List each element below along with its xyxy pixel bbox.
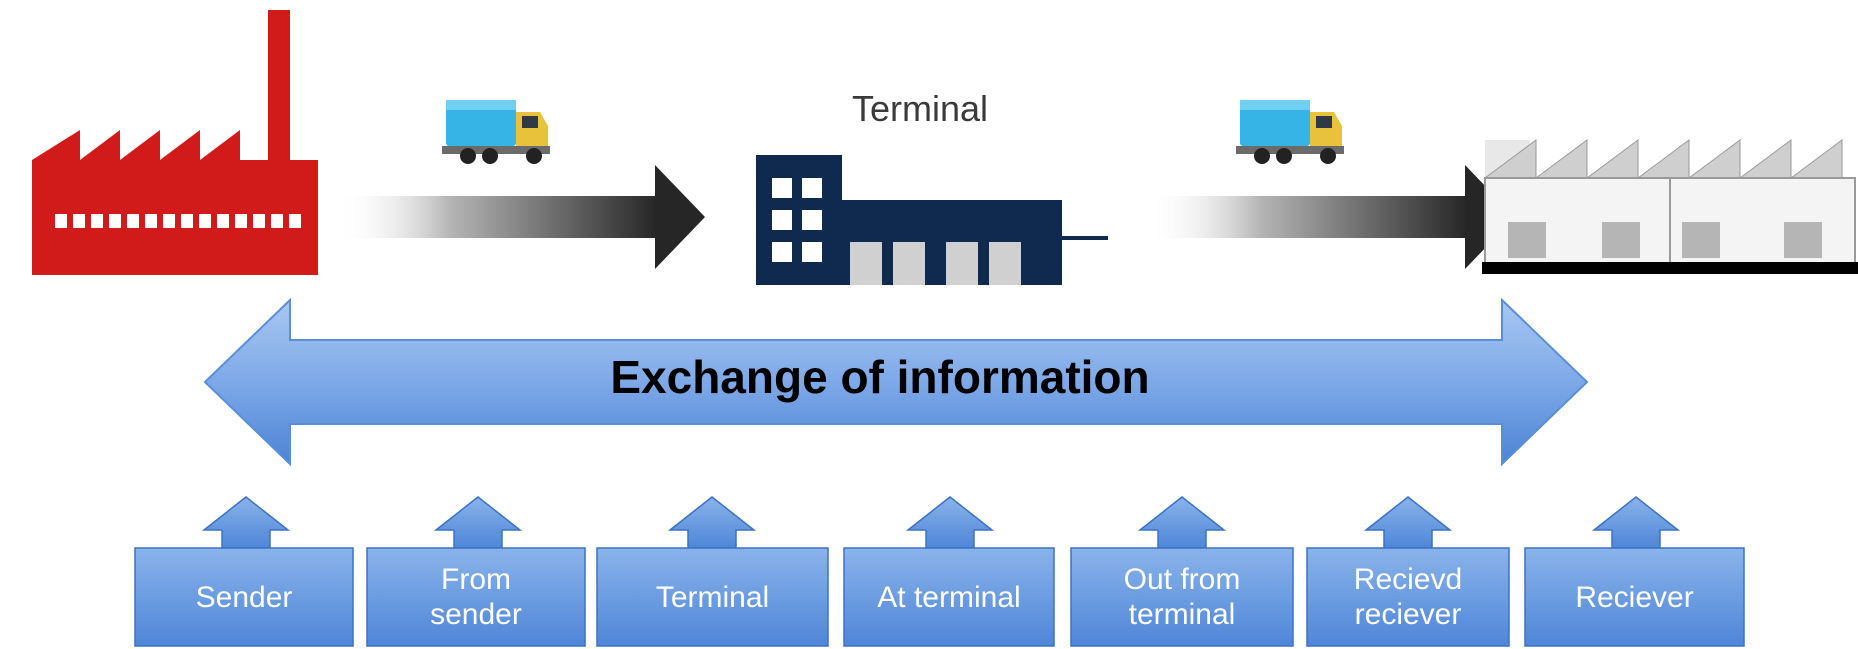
terminal-building-icon <box>756 155 1108 285</box>
exchange-title: Exchange of information <box>610 351 1150 403</box>
terminal-caption: Terminal <box>851 88 989 129</box>
flow-arrow-to-receiver <box>1148 165 1515 269</box>
flow-arrow-to-terminal <box>338 165 705 269</box>
truck-icon <box>1236 100 1344 164</box>
truck-icon <box>442 100 550 164</box>
stage-boxes <box>134 496 1745 647</box>
warehouse-icon <box>1482 139 1858 274</box>
exchange-double-arrow <box>203 297 1589 467</box>
factory-icon <box>32 10 318 275</box>
